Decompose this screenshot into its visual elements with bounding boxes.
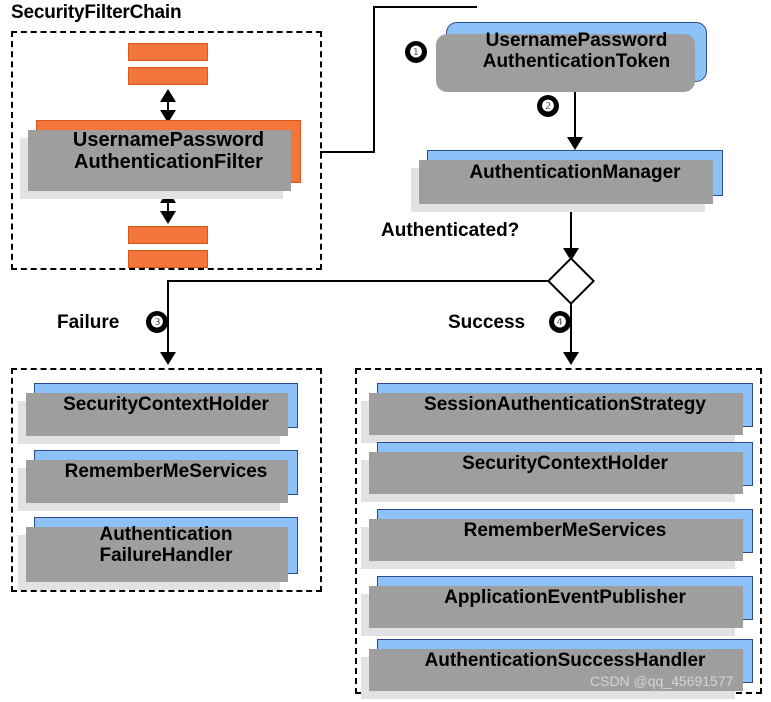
authentication-manager-label: AuthenticationManager <box>469 161 681 183</box>
filter-link-top-arrow-down <box>160 110 176 123</box>
success-item-session-authentication-strategy[interactable]: SessionAuthenticationStrategy <box>361 383 753 443</box>
step-badge-4: ❹ <box>549 311 571 333</box>
filter-node-line2: AuthenticationFilter <box>74 150 263 173</box>
connector-token-to-manager-arrow <box>567 137 583 150</box>
filter-node-label: UsernamePassword AuthenticationFilter <box>69 128 268 173</box>
success-item-label: SessionAuthenticationStrategy <box>424 393 706 415</box>
step-badge-1: ❶ <box>405 41 427 63</box>
filter-stub-bottom-2 <box>128 250 208 268</box>
security-filter-chain-title: SecurityFilterChain <box>11 2 182 23</box>
security-filter-chain-group <box>11 31 322 270</box>
step-badge-2: ❷ <box>537 95 559 117</box>
token-node-label: UsernamePassword AuthenticationToken <box>479 31 675 72</box>
success-item-security-context-holder[interactable]: SecurityContextHolder <box>361 442 753 502</box>
failure-item-label: RememberMeServices <box>64 461 268 483</box>
success-item-remember-me-services[interactable]: RememberMeServices <box>361 509 753 569</box>
connector-manager-to-decision-arrow <box>563 248 579 261</box>
filter-link-bottom-line <box>167 197 169 215</box>
token-node-line2: AuthenticationToken <box>482 51 671 72</box>
filter-stub-top-2 <box>128 67 208 85</box>
filter-stub-top-1 <box>128 43 208 61</box>
node-authentication-manager[interactable]: AuthenticationManager <box>411 150 723 212</box>
filter-link-top-line <box>167 96 169 114</box>
success-item-label: AuthenticationSuccessHandler <box>424 649 706 671</box>
success-item-authentication-success-handler[interactable]: AuthenticationSuccessHandler <box>361 639 753 699</box>
decision-diamond <box>546 256 596 306</box>
watermark-text: CSDN @qq_45691577 <box>590 673 734 689</box>
branch-failure-h <box>167 280 556 282</box>
node-username-password-authentication-token[interactable]: UsernamePassword AuthenticationToken <box>436 22 707 92</box>
node-username-password-authentication-filter[interactable]: UsernamePassword AuthenticationFilter <box>20 120 301 199</box>
connector-manager-to-decision-line <box>570 196 572 252</box>
branch-failure-arrow <box>160 352 176 365</box>
success-item-label: RememberMeServices <box>463 519 667 541</box>
success-item-label: SecurityContextHolder <box>462 452 668 474</box>
decision-question-label: Authenticated? <box>381 220 520 241</box>
filter-link-bottom-arrow-down <box>160 211 176 224</box>
filter-stub-bottom-1 <box>128 226 208 244</box>
failure-item-label: SecurityContextHolder <box>63 394 269 416</box>
connector-filter-to-token-v <box>373 6 375 153</box>
success-item-label: ApplicationEventPublisher <box>444 586 686 608</box>
failure-item-line2: FailureHandler <box>99 544 233 566</box>
failure-branch-label: Failure <box>57 312 120 333</box>
failure-path-group <box>11 368 322 592</box>
branch-success-v <box>570 297 572 354</box>
branch-success-arrow <box>563 352 579 365</box>
failure-item-label: Authentication FailureHandler <box>95 523 236 566</box>
failure-item-authentication-failure-handler[interactable]: Authentication FailureHandler <box>18 517 298 590</box>
branch-failure-v <box>167 280 169 354</box>
failure-item-line1: Authentication <box>99 523 233 545</box>
success-item-application-event-publisher[interactable]: ApplicationEventPublisher <box>361 576 753 636</box>
connector-filter-to-token-h1 <box>320 151 375 153</box>
filter-link-top-arrow-up <box>160 89 176 102</box>
failure-item-security-context-holder[interactable]: SecurityContextHolder <box>18 383 298 444</box>
filter-node-line1: UsernamePassword <box>72 128 265 151</box>
failure-item-remember-me-services[interactable]: RememberMeServices <box>18 450 298 511</box>
step-badge-3: ❸ <box>146 311 168 333</box>
connector-token-to-manager-line <box>574 82 576 140</box>
connector-filter-to-token-h2 <box>373 6 477 8</box>
success-branch-label: Success <box>448 312 526 333</box>
token-node-line1: UsernamePassword <box>485 30 668 52</box>
